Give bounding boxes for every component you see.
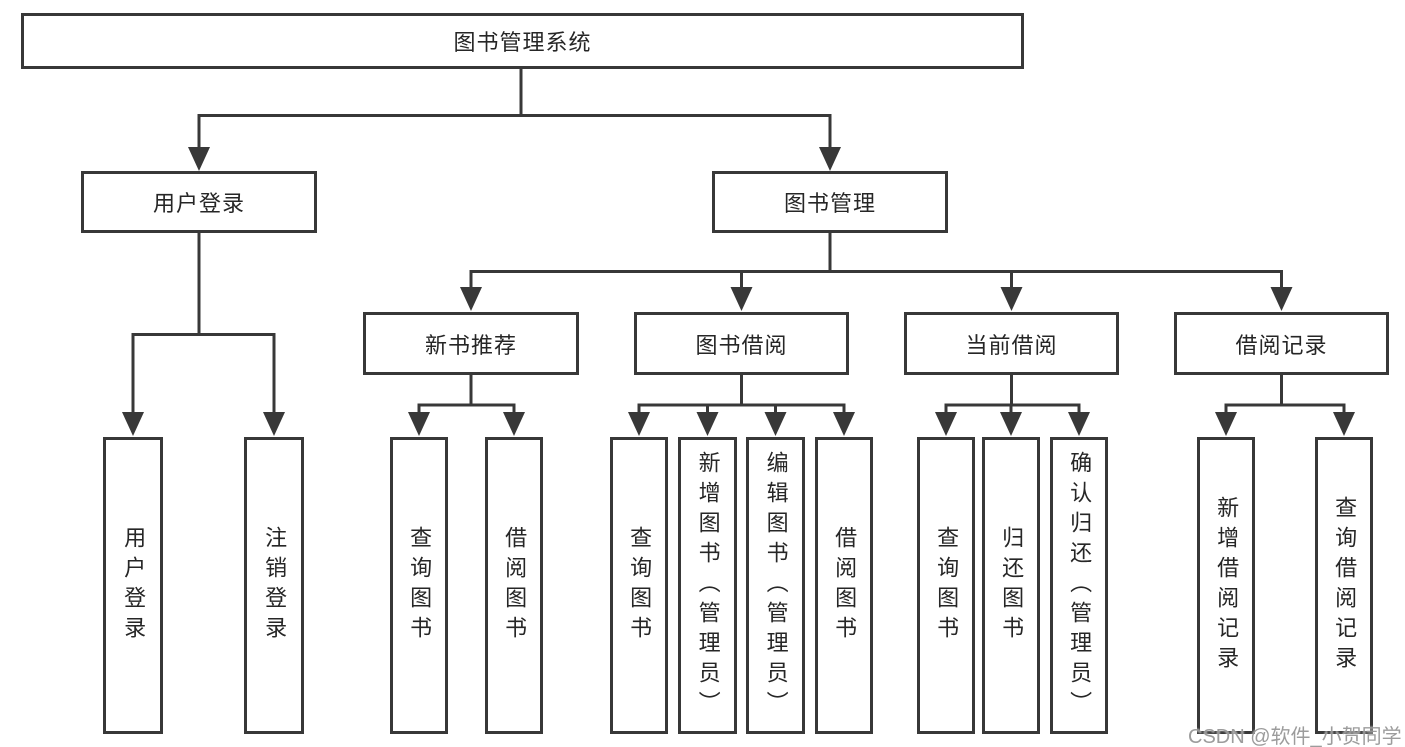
node-book-management: 图书管理 [712, 171, 948, 233]
leaf-add-borrow-record: 新增借阅记录 [1197, 437, 1255, 734]
node-borrowing-records: 借阅记录 [1174, 312, 1389, 375]
node-label: 新增图书（管理员） [695, 450, 721, 721]
node-label: 用户登录 [152, 191, 245, 216]
node-label: 借阅记录 [1235, 332, 1328, 358]
node-label: 用户登录 [121, 525, 147, 646]
node-label: 新书推荐 [424, 332, 517, 358]
node-label: 图书管理 [783, 191, 876, 216]
leaf-query-book-borrow: 查询图书 [610, 437, 668, 734]
node-label: 图书管理系统 [453, 30, 592, 55]
node-label: 图书借阅 [695, 332, 788, 358]
node-book-borrowing: 图书借阅 [634, 312, 849, 375]
node-new-book-recommend: 新书推荐 [363, 312, 579, 375]
node-label: 归还图书 [999, 525, 1025, 646]
leaf-edit-book-admin: 编辑图书（管理员） [746, 437, 805, 734]
node-label: 查询图书 [934, 525, 960, 646]
leaf-query-book-recommend: 查询图书 [390, 437, 448, 734]
csdn-watermark: CSDN @软件_小贺同学 [1188, 726, 1402, 747]
leaf-add-book-admin: 新增图书（管理员） [678, 437, 737, 734]
node-root-system: 图书管理系统 [21, 13, 1024, 69]
node-label: 注销登录 [262, 525, 288, 646]
leaf-borrow-book: 借阅图书 [815, 437, 873, 734]
node-label: 借阅图书 [832, 525, 858, 646]
node-label: 借阅图书 [502, 525, 528, 646]
node-label: 编辑图书（管理员） [763, 450, 789, 721]
node-user-login: 用户登录 [81, 171, 317, 233]
leaf-confirm-return-admin: 确认归还（管理员） [1050, 437, 1108, 734]
node-label: 当前借阅 [965, 332, 1058, 358]
node-label: 查询借阅记录 [1332, 495, 1358, 676]
node-current-borrowing: 当前借阅 [904, 312, 1119, 375]
leaf-query-book-current: 查询图书 [917, 437, 975, 734]
arrowheads [122, 147, 1355, 436]
node-label: 新增借阅记录 [1214, 495, 1240, 676]
node-label: 查询图书 [407, 525, 433, 646]
leaf-user-login: 用户登录 [103, 437, 163, 734]
leaf-return-book: 归还图书 [982, 437, 1040, 734]
node-label: 确认归还（管理员） [1067, 450, 1093, 721]
leaf-borrow-book-recommend: 借阅图书 [485, 437, 543, 734]
node-label: 查询图书 [627, 525, 653, 646]
leaf-logout: 注销登录 [244, 437, 304, 734]
leaf-query-borrow-record: 查询借阅记录 [1315, 437, 1373, 734]
